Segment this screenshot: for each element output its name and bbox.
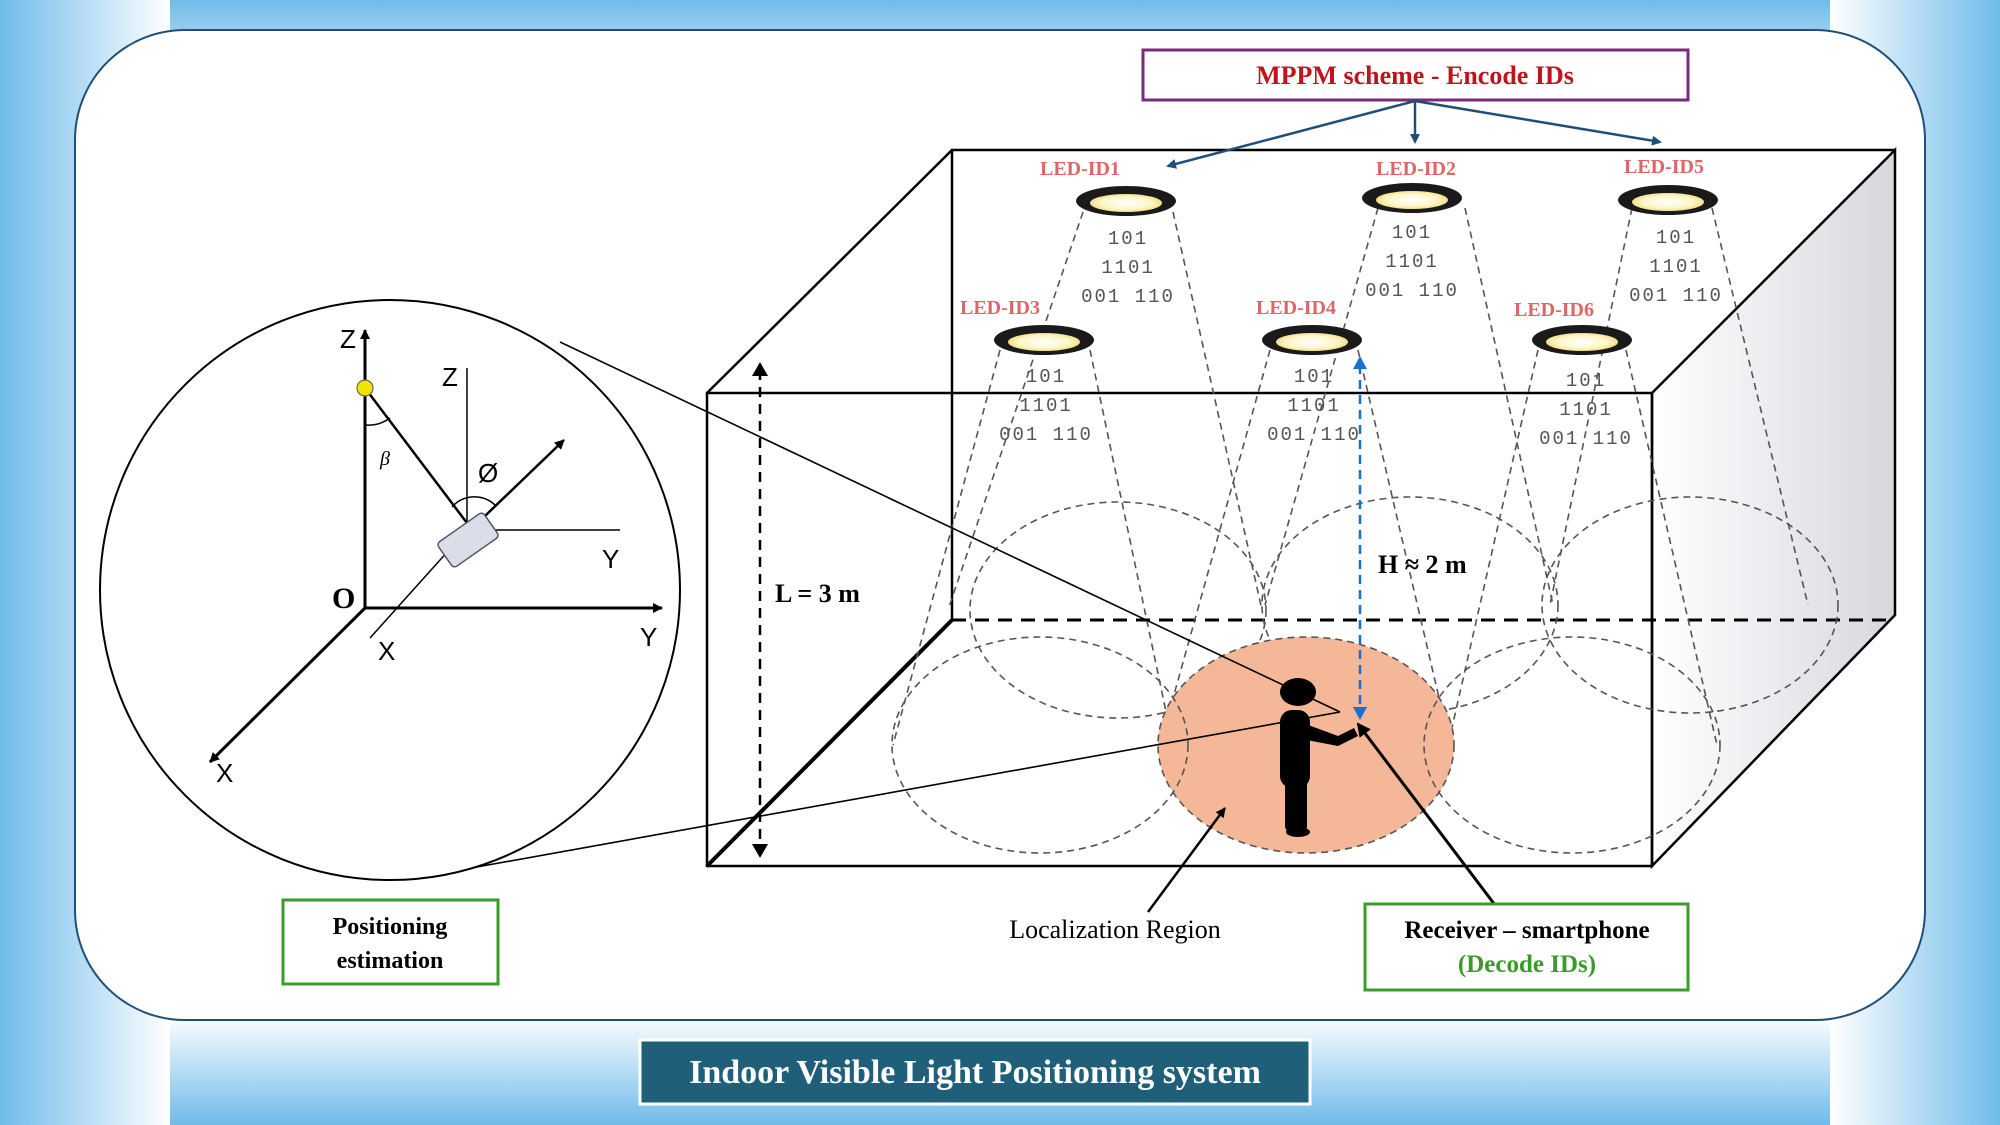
local-y-label: Y [602, 544, 619, 574]
room-top-left-edge [706, 149, 953, 394]
light-cones [892, 207, 1809, 746]
led-labels: LED-ID1 LED-ID2 LED-ID5 LED-ID3 LED-ID4 … [960, 156, 1704, 321]
incidence-line [364, 387, 471, 528]
led-source-dot [356, 379, 374, 397]
led-lamp-6 [1532, 325, 1632, 355]
room-box [705, 146, 1897, 870]
height-arrow-bottom [1353, 707, 1367, 720]
height-arrow-top [1353, 356, 1367, 369]
led-code-1-line-2: 1101 [1101, 257, 1155, 279]
receiver-pointer-arrow [1356, 722, 1497, 906]
axis-y-label: Y [640, 622, 657, 652]
phi-label: Ø [478, 458, 498, 488]
zoom-line-upper [559, 341, 1341, 713]
localization-pointer-arrow [1146, 807, 1227, 913]
positioning-label-line-1: Positioning [333, 914, 448, 940]
scheme-label-part2: Encode IDs [1446, 61, 1574, 90]
led-lamp-5 [1618, 185, 1718, 215]
receiver-label-line-2: (Decode IDs) [1458, 951, 1596, 978]
beta-arc [364, 417, 391, 426]
led-code-4-line-1: 101 [1294, 366, 1334, 388]
room-floor-left-edge [705, 618, 954, 868]
led-code-6-line-1: 101 [1566, 370, 1606, 392]
led-code-3-line-3: 001 110 [999, 424, 1093, 446]
led-label-1: LED-ID1 [1040, 158, 1120, 180]
coverage-circles-back [969, 496, 1839, 719]
led-code-5-line-2: 1101 [1649, 256, 1703, 278]
axis-x-label: X [216, 758, 233, 788]
origin-label: O [332, 582, 355, 615]
receiver-device [437, 512, 499, 568]
led-label-5: LED-ID5 [1624, 156, 1704, 178]
inset-labels: Z Y X Z Y X Ø [216, 324, 657, 788]
coverage-circles-front [891, 636, 1721, 854]
led-code-3-line-2: 1101 [1019, 395, 1073, 417]
led-code-6-line-2: 1101 [1559, 399, 1613, 421]
led-code-1-line-3: 001 110 [1081, 286, 1175, 308]
led-label-4: LED-ID4 [1256, 297, 1336, 319]
led-code-2-line-2: 1101 [1385, 251, 1439, 273]
room-front-face [705, 391, 1654, 868]
led-codes: 101 1101 001 110 101 1101 001 110 101 11… [999, 222, 1723, 450]
led-lamps [994, 183, 1718, 355]
length-arrow-bottom [752, 844, 768, 858]
receiver-box [1363, 902, 1690, 992]
positioning-box [281, 898, 500, 986]
title-box [638, 1038, 1312, 1106]
led-lamp-4 [1262, 325, 1362, 355]
led-label-2: LED-ID2 [1376, 158, 1456, 180]
inset-circle [99, 299, 681, 881]
axis-x-line [208, 606, 367, 764]
led-lamp-3 [994, 325, 1094, 355]
title-text: Indoor Visible Light Positioning system [689, 1054, 1261, 1091]
led-label-3: LED-ID3 [960, 297, 1040, 319]
led-code-3-line-1: 101 [1026, 366, 1066, 388]
led-lamp-1 [1076, 186, 1176, 216]
local-z-label: Z [442, 362, 458, 392]
scheme-label-part1: MPPM scheme [1256, 61, 1424, 90]
led-code-5-line-3: 001 110 [1629, 285, 1723, 307]
localization-label: Localization Region [1009, 915, 1221, 944]
axis-z-label: Z [340, 324, 356, 354]
led-code-6-line-3: 001 110 [1539, 428, 1633, 450]
phi-arc [451, 496, 496, 508]
receiver-label-line-1: Receiver – smartphone [1404, 917, 1649, 944]
length-label: L = 3 m [775, 579, 860, 608]
length-arrow-top [752, 362, 768, 376]
led-code-2-line-1: 101 [1392, 222, 1432, 244]
scheme-label: MPPM scheme - Encode IDs [1256, 61, 1574, 90]
height-label: H ≈ 2 m [1378, 550, 1467, 579]
inset-axes [208, 329, 663, 764]
scheme-arrows [1166, 99, 1662, 169]
led-code-1-line-1: 101 [1108, 228, 1148, 250]
beta-label: β [379, 448, 390, 470]
positioning-label-line-2: estimation [337, 948, 444, 974]
local-x-label: X [378, 636, 395, 666]
scheme-label-sep: - [1424, 61, 1446, 90]
zoom-line-lower [459, 711, 1341, 871]
led-code-4-line-2: 1101 [1287, 395, 1341, 417]
led-label-6: LED-ID6 [1514, 299, 1594, 321]
led-code-4-line-3: 001 110 [1267, 424, 1361, 446]
led-code-2-line-3: 001 110 [1365, 280, 1459, 302]
led-lamp-2 [1362, 183, 1462, 213]
led-code-5-line-1: 101 [1656, 227, 1696, 249]
